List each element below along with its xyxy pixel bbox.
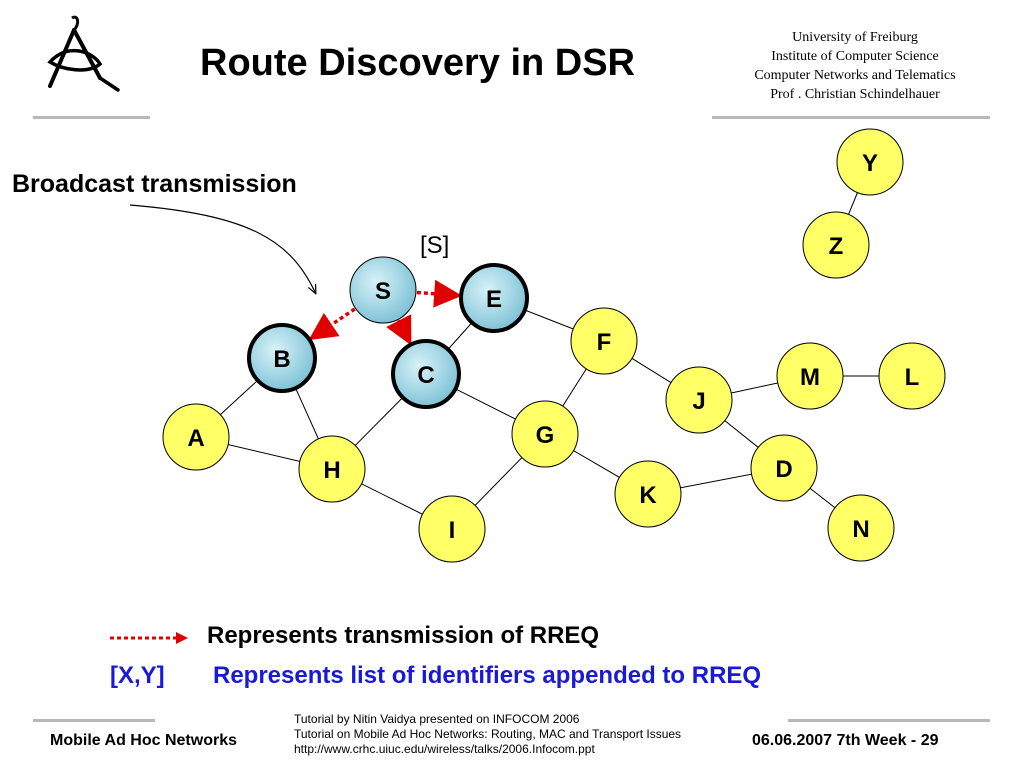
node-e-label: E xyxy=(486,286,502,313)
institution-line-professor: Prof . Christian Schindelhauer xyxy=(770,87,940,102)
node-f-circle xyxy=(570,307,638,375)
node-m: M xyxy=(776,342,844,410)
node-s-label: S xyxy=(375,278,391,305)
node-a-label: A xyxy=(187,425,204,452)
node-i-label: I xyxy=(449,517,456,544)
node-g-circle xyxy=(511,400,579,468)
footer-date-week-page: 06.06.2007 7th Week - 29 xyxy=(752,732,939,749)
legend-rreq-text: Represents transmission of RREQ xyxy=(207,622,600,649)
node-d-label: D xyxy=(775,456,792,483)
node-f: F xyxy=(570,307,638,375)
node-m-circle xyxy=(776,342,844,410)
node-f-label: F xyxy=(597,329,612,356)
footer-credit-line-3: http://www.crhc.uiuc.edu/wireless/talks/… xyxy=(294,742,595,756)
node-g: G xyxy=(511,400,579,468)
rreq-arrow-s-to-b xyxy=(308,307,356,341)
slide-title: Route Discovery in DSR xyxy=(200,42,635,84)
node-b-label: B xyxy=(273,346,290,373)
broadcast-pointer-arrow xyxy=(129,204,315,292)
rreq-arrow-s-to-c xyxy=(386,314,412,346)
node-a-circle xyxy=(162,403,230,471)
node-d: D xyxy=(750,434,818,502)
broadcast-label: Broadcast transmission xyxy=(12,170,297,198)
institution-line-department: Computer Networks and Telematics xyxy=(754,68,956,83)
node-b: B xyxy=(247,323,317,393)
node-j-label: J xyxy=(692,388,705,415)
header-rule-left xyxy=(33,116,150,119)
node-z-circle xyxy=(802,211,870,279)
node-b-circle xyxy=(247,323,317,393)
legend-list-key: [X,Y] xyxy=(110,662,165,689)
footer-rule-left xyxy=(33,719,155,722)
node-n-circle xyxy=(827,494,895,562)
node-j: J xyxy=(665,366,733,434)
node-c-label: C xyxy=(417,362,434,389)
institution-block: University of Freiburg Institute of Comp… xyxy=(700,28,1010,104)
node-z: Z xyxy=(802,211,870,279)
node-h: H xyxy=(298,435,366,503)
node-z-label: Z xyxy=(829,233,844,260)
freiburg-logo-icon xyxy=(38,12,128,97)
node-h-circle xyxy=(298,435,366,503)
route-record-label: [S] xyxy=(420,232,450,259)
footer-course-name: Mobile Ad Hoc Networks xyxy=(50,732,237,749)
node-c-circle xyxy=(391,339,461,409)
node-n: N xyxy=(827,494,895,562)
node-g-label: G xyxy=(536,422,555,449)
node-s-circle xyxy=(349,256,417,324)
node-k-label: K xyxy=(639,482,657,509)
node-j-circle xyxy=(665,366,733,434)
legend-list-text: Represents list of identifiers appended … xyxy=(213,662,762,689)
node-k: K xyxy=(614,460,682,528)
node-c: C xyxy=(391,339,461,409)
node-m-label: M xyxy=(800,364,820,391)
node-n-label: N xyxy=(852,516,869,543)
node-i: I xyxy=(418,495,486,563)
node-y: Y xyxy=(836,128,904,196)
node-i-circle xyxy=(418,495,486,563)
node-l-circle xyxy=(878,342,946,410)
institution-line-university: University of Freiburg xyxy=(792,30,918,45)
legend-rreq-arrow-icon xyxy=(110,632,188,644)
node-a: A xyxy=(162,403,230,471)
node-d-circle xyxy=(750,434,818,502)
node-h-label: H xyxy=(323,457,340,484)
footer-credit-line-2: Tutorial on Mobile Ad Hoc Networks: Rout… xyxy=(294,727,682,741)
node-k-circle xyxy=(614,460,682,528)
node-e-circle xyxy=(459,263,529,333)
header-rule-right xyxy=(712,116,990,119)
node-y-label: Y xyxy=(862,150,878,177)
footer-rule-right xyxy=(788,719,990,722)
institution-line-institute: Institute of Computer Science xyxy=(771,49,939,64)
node-l: L xyxy=(878,342,946,410)
node-s: S xyxy=(349,256,417,324)
footer-credits: Tutorial by Nitin Vaidya presented on IN… xyxy=(294,712,681,757)
node-e: E xyxy=(459,263,529,333)
footer-credit-line-1: Tutorial by Nitin Vaidya presented on IN… xyxy=(294,712,580,726)
rreq-arrow-s-to-e xyxy=(416,279,463,308)
node-l-label: L xyxy=(905,364,920,391)
node-y-circle xyxy=(836,128,904,196)
